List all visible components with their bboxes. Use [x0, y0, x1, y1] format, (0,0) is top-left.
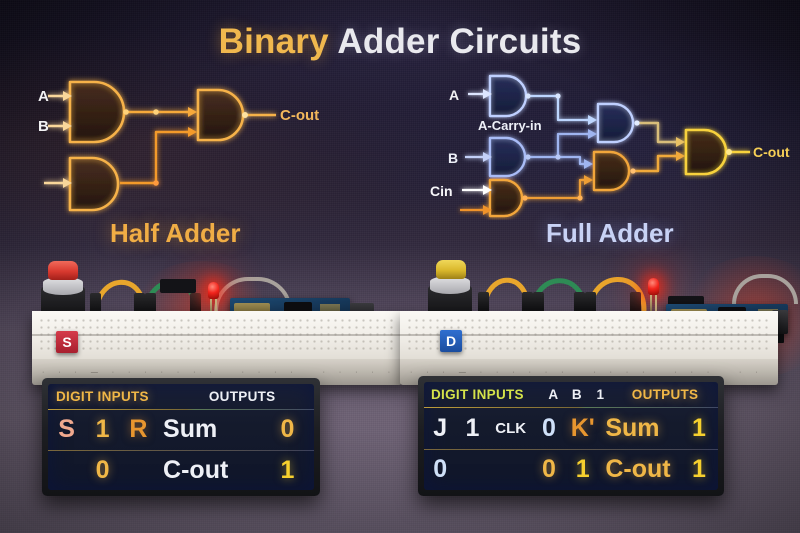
display-left-inputs-header: DIGIT INPUTS — [56, 389, 149, 404]
display-left-outputs-header: OUTPUTS — [208, 389, 276, 404]
push-button-ring — [43, 277, 83, 295]
display-right-r1-clk-label: CLK — [495, 419, 527, 437]
display-right-r1-in-d: 0 — [541, 413, 556, 442]
display-right-r1-in-b: 1 — [465, 413, 480, 442]
display-panel-right[interactable]: DIGIT INPUTS A B 1 OUTPUTS J 1 CLK 0 K' … — [418, 376, 724, 496]
display-right-r2-in-a: 0 — [433, 455, 448, 484]
display-right-r2-in-e: 1 — [575, 455, 590, 484]
push-button-ring — [430, 276, 470, 294]
breadboard-printed-markings: · · · — · · · · · · · · · · · · · · · · … — [410, 369, 768, 376]
mcu-gold-pad — [320, 304, 340, 313]
full-adder-output-cout-label: C-out — [753, 144, 790, 160]
display-right-divider-mid — [424, 448, 718, 450]
display-left-r1-in-a: S — [58, 415, 75, 444]
full-adder-input-cin-label: Cin — [430, 183, 453, 199]
breadboard-rig-left: · · · — · · · · · · · · · · · · · · · · … — [32, 255, 402, 385]
display-left-r1-in-c: R — [129, 415, 148, 444]
breadboard-surface — [400, 311, 778, 359]
led-red — [208, 282, 219, 315]
push-button-cap-red[interactable] — [48, 261, 78, 280]
full-adder-input-b-label: B — [448, 150, 458, 166]
half-adder-diagram: A B C-out — [38, 80, 319, 212]
display-right-r2-in-d: 0 — [541, 455, 556, 484]
display-right-r2-out-label: C-out — [605, 455, 671, 484]
display-right-row-1: J 1 CLK 0 K' Sum 1 — [424, 408, 718, 449]
display-left-divider-mid — [48, 449, 314, 451]
full-adder-carry-in-label: A-Carry-in — [478, 118, 542, 133]
display-left-r2-out-label: C-out — [163, 455, 229, 484]
display-right-header-row: DIGIT INPUTS A B 1 OUTPUTS — [424, 382, 718, 407]
display-panel-left[interactable]: DIGIT INPUTS OUTPUTS S 1 R Sum 0 0 C-out… — [42, 378, 320, 496]
display-right-outputs-header: OUTPUTS — [631, 387, 699, 402]
display-right-inputs-header: DIGIT INPUTS — [431, 387, 524, 402]
display-right-r1-in-a: J — [433, 413, 448, 442]
half-adder-input-b-label: B — [38, 118, 49, 135]
full-adder-caption: Full Adder — [546, 218, 674, 248]
display-left-r2-out-value: 1 — [280, 455, 295, 484]
display-right-mid-1: 1 — [596, 387, 605, 402]
display-screen-left: DIGIT INPUTS OUTPUTS S 1 R Sum 0 0 C-out… — [48, 384, 314, 490]
display-left-r2-in-b: 0 — [95, 455, 110, 484]
breadboard: · · · — · · · · · · · · · · · · · · · · — [32, 311, 402, 385]
display-right-r1-in-e: K' — [570, 413, 595, 442]
breadboard-center-channel — [32, 334, 402, 336]
breadboard-center-channel — [400, 334, 778, 336]
display-right-r1-out-value: 1 — [691, 413, 706, 442]
title-part-adder-circuits: Adder Circuits — [337, 22, 582, 61]
breadboard-surface — [32, 311, 402, 359]
display-left-r1-out-label: Sum — [163, 415, 218, 444]
display-right-divider-top — [424, 407, 718, 408]
led-red — [648, 278, 659, 311]
display-left-header-row: DIGIT INPUTS OUTPUTS — [48, 384, 314, 409]
display-left-row-2: 0 C-out 1 — [48, 451, 314, 491]
full-adder-input-a-label: A — [449, 87, 459, 103]
display-left-divider-top — [48, 409, 314, 410]
breadboard: · · · — · · · · · · · · · · · · · · · · … — [400, 311, 778, 385]
half-adder-output-cout-label: C-out — [280, 107, 319, 124]
title-part-binary: Binary — [218, 22, 329, 61]
display-left-row-1: S 1 R Sum 0 — [48, 410, 314, 450]
half-adder-input-a-label: A — [38, 88, 49, 105]
label-tag-s: S — [56, 331, 78, 353]
half-adder-caption: Half Adder — [110, 218, 241, 248]
display-right-row-2: 0 0 1 C-out 1 — [424, 450, 718, 491]
mcu-gold-pad — [234, 303, 270, 314]
display-screen-right: DIGIT INPUTS A B 1 OUTPUTS J 1 CLK 0 K' … — [424, 382, 718, 490]
display-right-mid-a: A — [548, 387, 559, 402]
display-right-r1-out-label: Sum — [605, 413, 660, 442]
display-right-r2-out-value: 1 — [691, 455, 706, 484]
component-block — [160, 279, 196, 293]
label-tag-d: D — [440, 330, 462, 352]
push-button-cap-yellow[interactable] — [436, 260, 466, 279]
display-right-mid-b: B — [571, 387, 582, 402]
display-left-r1-out-value: 0 — [280, 415, 295, 444]
breadboard-printed-markings: · · · — · · · · · · · · · · · · · · · · — [42, 369, 392, 376]
full-adder-diagram: A A-Carry-in B Cin C-out — [430, 74, 790, 218]
breadboard-rig-right: · · · — · · · · · · · · · · · · · · · · … — [400, 252, 800, 385]
page-title: Binary Adder Circuits — [0, 22, 800, 62]
display-left-r1-in-b: 1 — [95, 415, 110, 444]
